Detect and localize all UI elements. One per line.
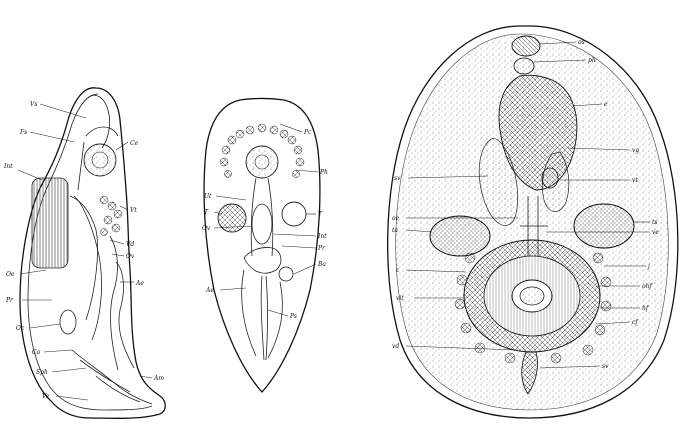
label-fig3-vit: vit — [396, 295, 404, 302]
label-fig2-ps: Ps — [289, 313, 297, 320]
label-fig2-ut: Ut — [204, 193, 212, 200]
label-fig3-cf: cf — [632, 319, 639, 326]
label-fig3-ts: ts — [652, 219, 658, 226]
label-fig3-vt: vt — [632, 177, 638, 184]
label-int: Int — [3, 163, 13, 170]
fig2-testis-left — [217, 203, 247, 233]
fig1-ovary-capsule — [59, 309, 77, 335]
fig2-penis-stylet — [260, 275, 268, 361]
fig3-body-outline — [387, 25, 679, 419]
fig1-vitellaria — [99, 195, 123, 236]
label-ov: Ov — [126, 253, 135, 260]
label-sph: Sph — [36, 369, 48, 376]
fig2-ovary — [251, 203, 273, 245]
fig3-vitellarium-ring — [463, 239, 601, 353]
label-fig3-ohf: ohf — [642, 283, 653, 290]
label-fig3-ph: ph — [588, 57, 596, 64]
fig3-testis-right — [573, 203, 635, 249]
fig3-lobules — [454, 252, 612, 364]
label-oe: Oe — [6, 271, 15, 278]
label-fs: Fs — [19, 129, 27, 136]
label-pr: Pr — [5, 297, 14, 304]
label-fig3-oe: oe — [392, 215, 400, 222]
label-fig3-vg: vg — [632, 147, 639, 154]
fig3-seminal-sac — [541, 167, 559, 189]
fig3-testis-left — [429, 215, 491, 257]
label-vt: Vt — [130, 207, 137, 214]
label-fig3-sv: sv — [394, 175, 401, 182]
label-am: Am — [153, 375, 164, 382]
label-oc: Oc — [16, 325, 25, 332]
label-vd: Vd — [126, 241, 134, 248]
figure-1-lateral: Vs Fs Int Ce Vt Vd Ov Ae Oe Pr Oc Ca Sph… — [3, 87, 166, 419]
fig2-copulatory-organ — [243, 247, 282, 274]
fig1-anterior-tentacle — [87, 94, 110, 149]
label-fig2-t2: T — [318, 211, 323, 218]
fig1-cerebral-organ — [83, 143, 117, 177]
label-fig2-int: Int — [317, 233, 327, 240]
fig2-pharynx — [245, 145, 279, 179]
label-fig3-ta: ta — [392, 227, 398, 234]
fig2-gut — [250, 177, 274, 257]
label-fig2-pr: Pr — [317, 245, 326, 252]
label-fig2-ae: Ae — [205, 287, 214, 294]
fig2-body-outline — [203, 97, 321, 393]
figure-2-dorsal: Pc Ph Ut T Ov T Int Pr Ba Ae Ps — [202, 97, 328, 393]
label-fig3-j: j — [646, 263, 650, 270]
label-ve: Ve — [42, 393, 50, 400]
label-fig2-pc: Pc — [303, 129, 312, 136]
fig1-intestine — [31, 177, 69, 269]
fig2-bursa — [278, 266, 294, 282]
fig2-anterior-glands — [219, 123, 305, 178]
fig1-atrium — [115, 261, 135, 369]
label-fig2-ph: Ph — [319, 169, 328, 176]
label-fig3-sv2: sv — [602, 363, 609, 370]
label-fig3-ve: ve — [652, 229, 659, 236]
fig3-body-stipple — [395, 33, 669, 411]
fig3-right-lobe — [542, 151, 570, 212]
label-fig2-ov: Ov — [202, 225, 211, 232]
label-vs: Vs — [30, 101, 37, 108]
label-fig2-t: T — [204, 209, 209, 216]
fig3-pharynx — [513, 57, 535, 75]
label-fig3-os: os — [578, 39, 585, 46]
fig3-oral-sucker — [511, 35, 541, 57]
fig1-sphincter — [71, 349, 153, 405]
label-fig3-vd: vd — [392, 343, 399, 350]
label-ca: Ca — [32, 349, 41, 356]
label-ce: Ce — [130, 140, 139, 147]
label-fig3-hf: hf — [642, 305, 650, 312]
figure-3-ventral: os ph e vg sv vt oe ta ts ve c j vit ohf… — [387, 25, 679, 419]
label-ae: Ae — [135, 280, 144, 287]
label-fig2-ba: Ba — [317, 261, 326, 268]
label-fig3-e: e — [604, 101, 608, 108]
label-fig3-c: c — [396, 267, 400, 274]
fig3-posterior-organ — [521, 351, 538, 395]
fig2-testis-right — [281, 201, 307, 227]
